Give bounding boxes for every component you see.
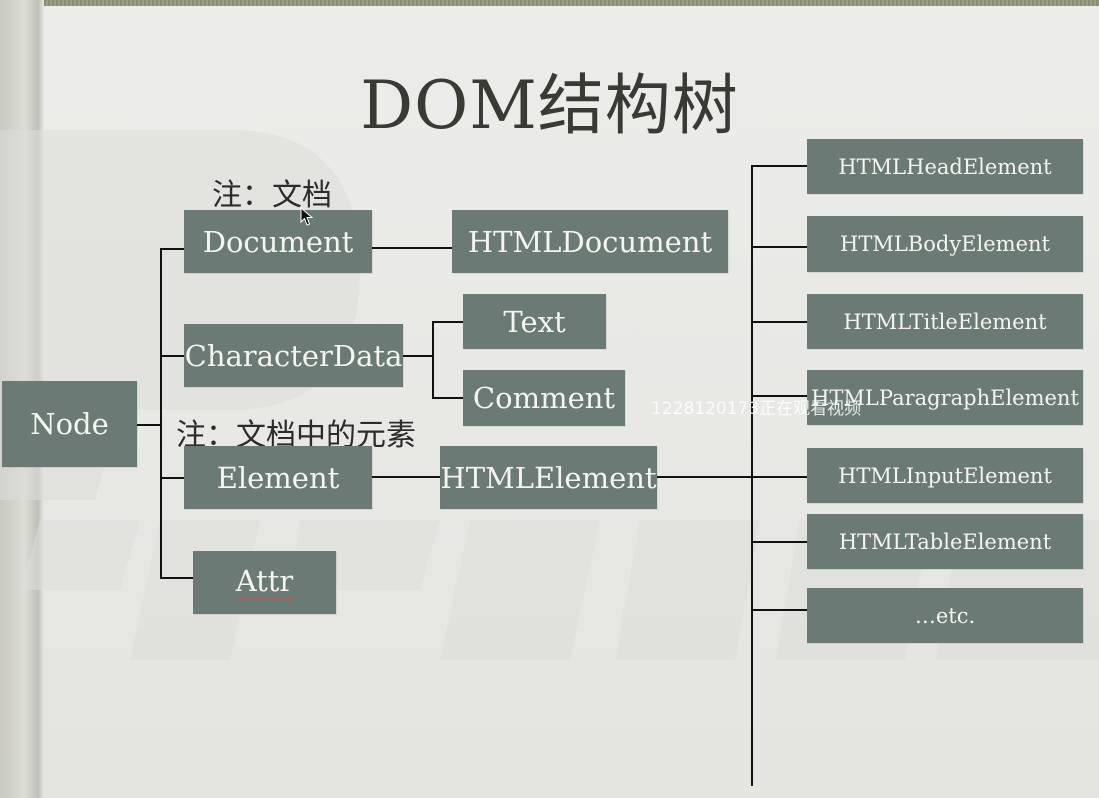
subtype-label: HTMLInputElement <box>838 463 1052 488</box>
subtype-label: HTMLTableElement <box>838 529 1052 554</box>
connector-to-attr <box>160 577 194 579</box>
page-title: DOM结构树 <box>360 67 739 144</box>
mouse-cursor-icon <box>300 207 314 226</box>
connector-subtypes-spine <box>751 165 753 786</box>
htmlelement-label: HTMLElement <box>440 460 657 495</box>
connector-to-document <box>160 248 185 250</box>
connector-node-spine <box>160 248 162 578</box>
subtype-box-head: HTMLHeadElement <box>807 139 1083 194</box>
htmldocument-box: HTMLDocument <box>452 210 728 273</box>
connector-characterdata-spine <box>432 321 434 398</box>
connector-characterdata-branch <box>403 355 433 357</box>
subtype-box-body: HTMLBodyElement <box>807 216 1083 272</box>
comment-box: Comment <box>463 370 625 426</box>
element-label: Element <box>216 460 340 495</box>
connector-htmlelement-subtypes <box>657 476 752 478</box>
attr-box: Attr <box>193 551 336 614</box>
comment-label: Comment <box>472 381 616 415</box>
connector-to-paragraph <box>751 395 808 397</box>
viewer-watermark: 1228120173正在观看视频 <box>651 399 862 419</box>
connector-to-head <box>751 165 808 167</box>
subtype-box-etc: …etc. <box>807 588 1083 643</box>
element-box: Element <box>184 446 372 509</box>
connector-to-etc <box>751 609 808 611</box>
text-box: Text <box>463 294 606 349</box>
connector-to-input <box>751 476 808 478</box>
connector-to-title <box>751 321 808 323</box>
subtype-box-table: HTMLTableElement <box>807 514 1083 569</box>
connector-element-htmlelement <box>372 476 440 478</box>
top-edge-strip <box>0 0 1099 6</box>
htmlelement-box: HTMLElement <box>440 446 657 509</box>
subtype-box-input: HTMLInputElement <box>807 448 1083 503</box>
connector-document-htmldocument <box>372 247 453 249</box>
connector-node-trunk <box>134 424 162 426</box>
subtype-box-title: HTMLTitleElement <box>807 294 1083 349</box>
attr-label: Attr <box>235 563 294 600</box>
htmldocument-label: HTMLDocument <box>467 224 713 259</box>
subtype-label: HTMLParagraphElement <box>811 385 1079 410</box>
connector-to-comment <box>432 397 464 399</box>
connector-to-body <box>751 246 808 248</box>
subtype-box-paragraph: HTMLParagraphElement <box>807 370 1083 425</box>
node-box: Node <box>2 381 137 467</box>
characterdata-box: CharacterData <box>184 324 403 387</box>
document-box: Document <box>184 210 372 273</box>
subtype-label: HTMLBodyElement <box>840 232 1050 256</box>
subtype-label: HTMLHeadElement <box>838 154 1052 179</box>
text-label: Text <box>503 304 566 339</box>
connector-to-table <box>751 541 808 543</box>
subtype-label: HTMLTitleElement <box>843 309 1047 334</box>
subtype-label: …etc. <box>914 603 976 628</box>
document-note: 注：文档 <box>212 178 332 213</box>
connector-to-text <box>432 321 464 323</box>
connector-to-element <box>160 477 185 479</box>
node-label: Node <box>30 407 109 441</box>
connector-to-characterdata <box>160 355 185 357</box>
document-label: Document <box>202 224 354 259</box>
characterdata-label: CharacterData <box>184 338 403 373</box>
